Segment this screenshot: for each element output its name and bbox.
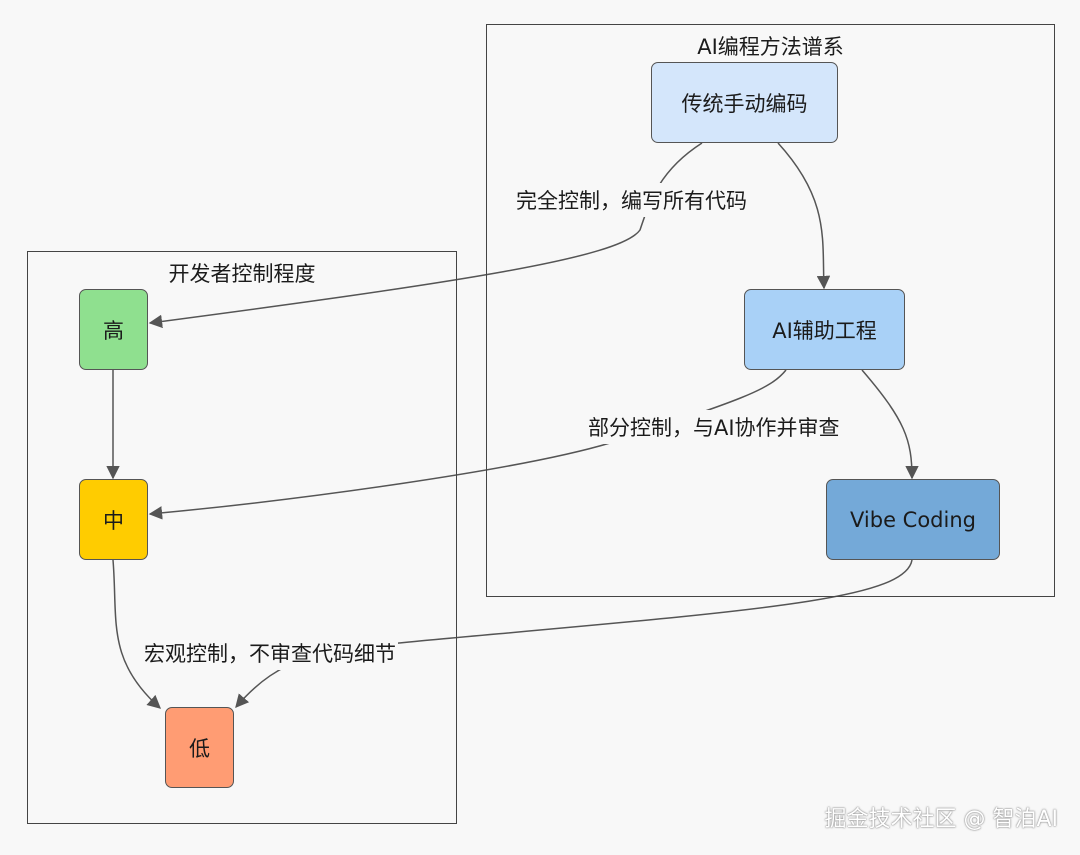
edge-label-partial-control: 部分控制，与AI协作并审查: [586, 410, 842, 444]
node-vibe-coding[interactable]: Vibe Coding: [826, 479, 1000, 560]
edge-label-full-control: 完全控制，编写所有代码: [514, 183, 749, 217]
edge-mid-to-low: [112, 559, 162, 709]
node-low[interactable]: 低: [165, 707, 234, 788]
cluster-developer-control: 开发者控制程度: [27, 251, 457, 824]
node-ai-assisted[interactable]: AI辅助工程: [744, 289, 905, 370]
edge-assisted-to-mid: [148, 369, 787, 520]
edge-label-macro-control: 宏观控制，不审查代码细节: [142, 636, 398, 670]
node-manual-coding[interactable]: 传统手动编码: [651, 62, 838, 143]
cluster-title: AI编程方法谱系: [697, 35, 844, 59]
watermark: 掘金技术社区 @ 智泊AI: [824, 807, 1058, 832]
cluster-title: 开发者控制程度: [168, 262, 316, 286]
node-mid[interactable]: 中: [79, 479, 148, 560]
edge-manual-to-assisted: [777, 142, 831, 290]
node-high[interactable]: 高: [79, 289, 148, 370]
edge-assisted-to-vibe: [861, 369, 919, 480]
cluster-ai-programming-methods: AI编程方法谱系: [486, 24, 1055, 597]
